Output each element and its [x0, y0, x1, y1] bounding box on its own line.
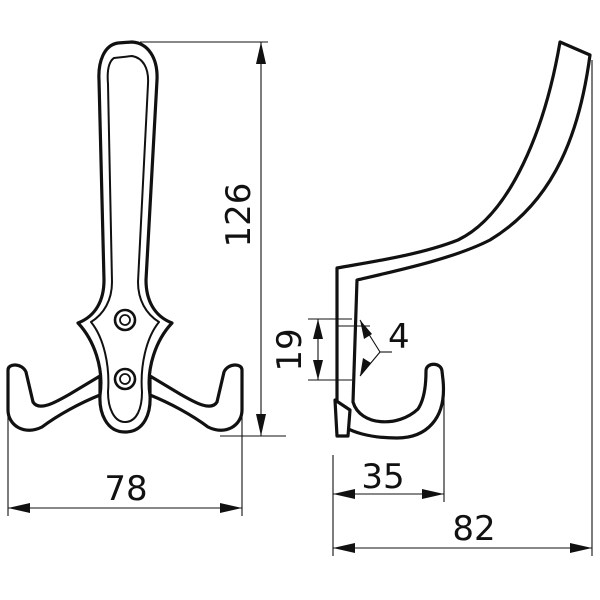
dim-82-arrow-left — [333, 543, 355, 553]
front-right-hook-arm — [148, 363, 244, 432]
front-view — [6, 40, 244, 434]
dim-4-label: 4 — [388, 317, 410, 357]
dim-126-arrow-bottom — [256, 414, 266, 436]
dim-4-arrow-upper — [360, 320, 372, 339]
side-view — [333, 40, 592, 440]
front-body — [76, 40, 174, 434]
dim-19-label: 19 — [270, 328, 310, 371]
dim-35-label: 35 — [361, 457, 404, 497]
front-inner-contour — [90, 55, 160, 423]
side-wall-base — [333, 398, 352, 438]
dim-78-arrow-left — [8, 503, 30, 513]
dim-126-arrow-top — [256, 42, 266, 64]
dim-82-label: 82 — [452, 509, 495, 549]
side-hook-body — [335, 40, 592, 440]
dim-78-label: 78 — [104, 469, 147, 509]
bottom-screw-hole-inner — [119, 373, 131, 385]
dim-78-arrow-right — [220, 503, 242, 513]
dim-35-arrow-right — [422, 489, 444, 499]
top-screw-hole-inner — [119, 314, 131, 326]
front-left-hook-arm — [6, 363, 102, 432]
dim-19-arrow-bottom — [313, 360, 323, 380]
dim-4-arrow-lower — [360, 358, 371, 376]
dim-19-arrow-top — [313, 319, 323, 339]
dimension-labels: 126 78 19 4 35 82 — [104, 183, 495, 549]
dim-35-arrow-left — [333, 489, 355, 499]
dim-82-arrow-right — [570, 543, 592, 553]
dimension-lines — [7, 41, 593, 556]
dim-126-label: 126 — [219, 183, 259, 248]
